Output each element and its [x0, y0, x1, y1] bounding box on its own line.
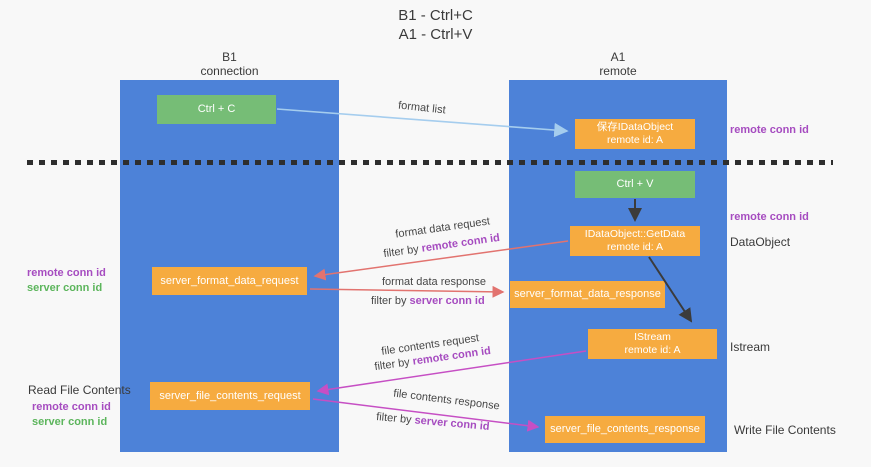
node-idataobject-getdata: IDataObject::GetData remote id: A — [570, 226, 700, 256]
node-file-response-label: server_file_contents_response — [550, 423, 700, 435]
flow-label-format-data-response: format data response — [382, 276, 486, 288]
label-read-file-contents: Read File Contents — [28, 383, 131, 397]
node-getdata-line2: remote id: A — [606, 241, 664, 253]
right-column-header: A1 remote — [509, 50, 727, 78]
node-file-request-label: server_file_contents_request — [159, 389, 301, 402]
label-left-server-conn-id-1: server conn id — [27, 282, 103, 294]
node-save-idataobject-line2: remote id: A — [606, 134, 664, 146]
flow-label-filter-file-response: filter by server conn id — [376, 411, 490, 433]
diagram-title: B1 - Ctrl+C A1 - Ctrl+V — [0, 6, 871, 44]
node-server-file-contents-response: server_file_contents_response — [545, 416, 705, 443]
filter-prefix: filter by — [371, 295, 410, 307]
left-column-header: B1 connection — [120, 50, 339, 78]
filter-prefix: filter by — [375, 411, 416, 427]
node-server-file-contents-request: server_file_contents_request — [150, 382, 310, 410]
filter-highlight-server-conn-id: server conn id — [414, 414, 491, 433]
label-left-remote-conn-id-2: remote conn id — [32, 401, 111, 413]
label-dataobject: DataObject — [730, 235, 791, 249]
node-istream-line2: remote id: A — [624, 344, 681, 356]
dashed-separator — [27, 160, 833, 165]
node-getdata-line1: IDataObject::GetData — [584, 228, 686, 240]
node-istream: IStream remote id: A — [588, 329, 717, 359]
label-istream: Istream — [730, 340, 771, 354]
label-group-conn-ids-2: remote conn id server conn id — [32, 400, 111, 430]
filter-prefix: filter by — [382, 242, 423, 261]
label-left-remote-conn-id-1: remote conn id — [27, 267, 106, 279]
label-remote-conn-id-mid: remote conn id — [730, 211, 809, 223]
node-save-idataobject-line1: 保存IDataObject — [596, 121, 674, 133]
flow-label-format-list: format list — [397, 99, 447, 117]
node-ctrl-c-label: Ctrl + C — [197, 103, 236, 115]
node-format-response-label: server_format_data_response — [514, 288, 661, 300]
node-save-idataobject: 保存IDataObject remote id: A — [575, 119, 695, 149]
node-ctrl-c: Ctrl + C — [157, 95, 276, 124]
right-column-subtitle: remote — [599, 64, 637, 78]
filter-prefix: filter by — [373, 355, 414, 374]
flow-label-file-contents-response: file contents response — [392, 387, 501, 413]
left-column-title: B1 — [222, 50, 237, 64]
node-ctrl-v-label: Ctrl + V — [616, 178, 654, 190]
node-server-format-data-request: server_format_data_request — [152, 267, 307, 295]
flow-label-filter-format-response: filter by server conn id — [371, 295, 485, 307]
node-format-request-label: server_format_data_request — [160, 274, 299, 287]
label-write-file-contents: Write File Contents — [734, 423, 836, 437]
title-line-2: A1 - Ctrl+V — [398, 26, 473, 43]
title-line-1: B1 - Ctrl+C — [398, 7, 473, 24]
label-group-conn-ids-1: remote conn id server conn id — [27, 266, 106, 296]
left-column-subtitle: connection — [200, 64, 259, 78]
node-istream-line1: IStream — [634, 331, 671, 343]
node-ctrl-v: Ctrl + V — [575, 171, 695, 198]
node-server-format-data-response: server_format_data_response — [510, 281, 665, 308]
filter-highlight-server-conn-id: server conn id — [409, 295, 485, 307]
label-left-server-conn-id-2: server conn id — [32, 416, 108, 428]
label-remote-conn-id-top: remote conn id — [730, 124, 809, 136]
right-column-title: A1 — [610, 50, 626, 64]
